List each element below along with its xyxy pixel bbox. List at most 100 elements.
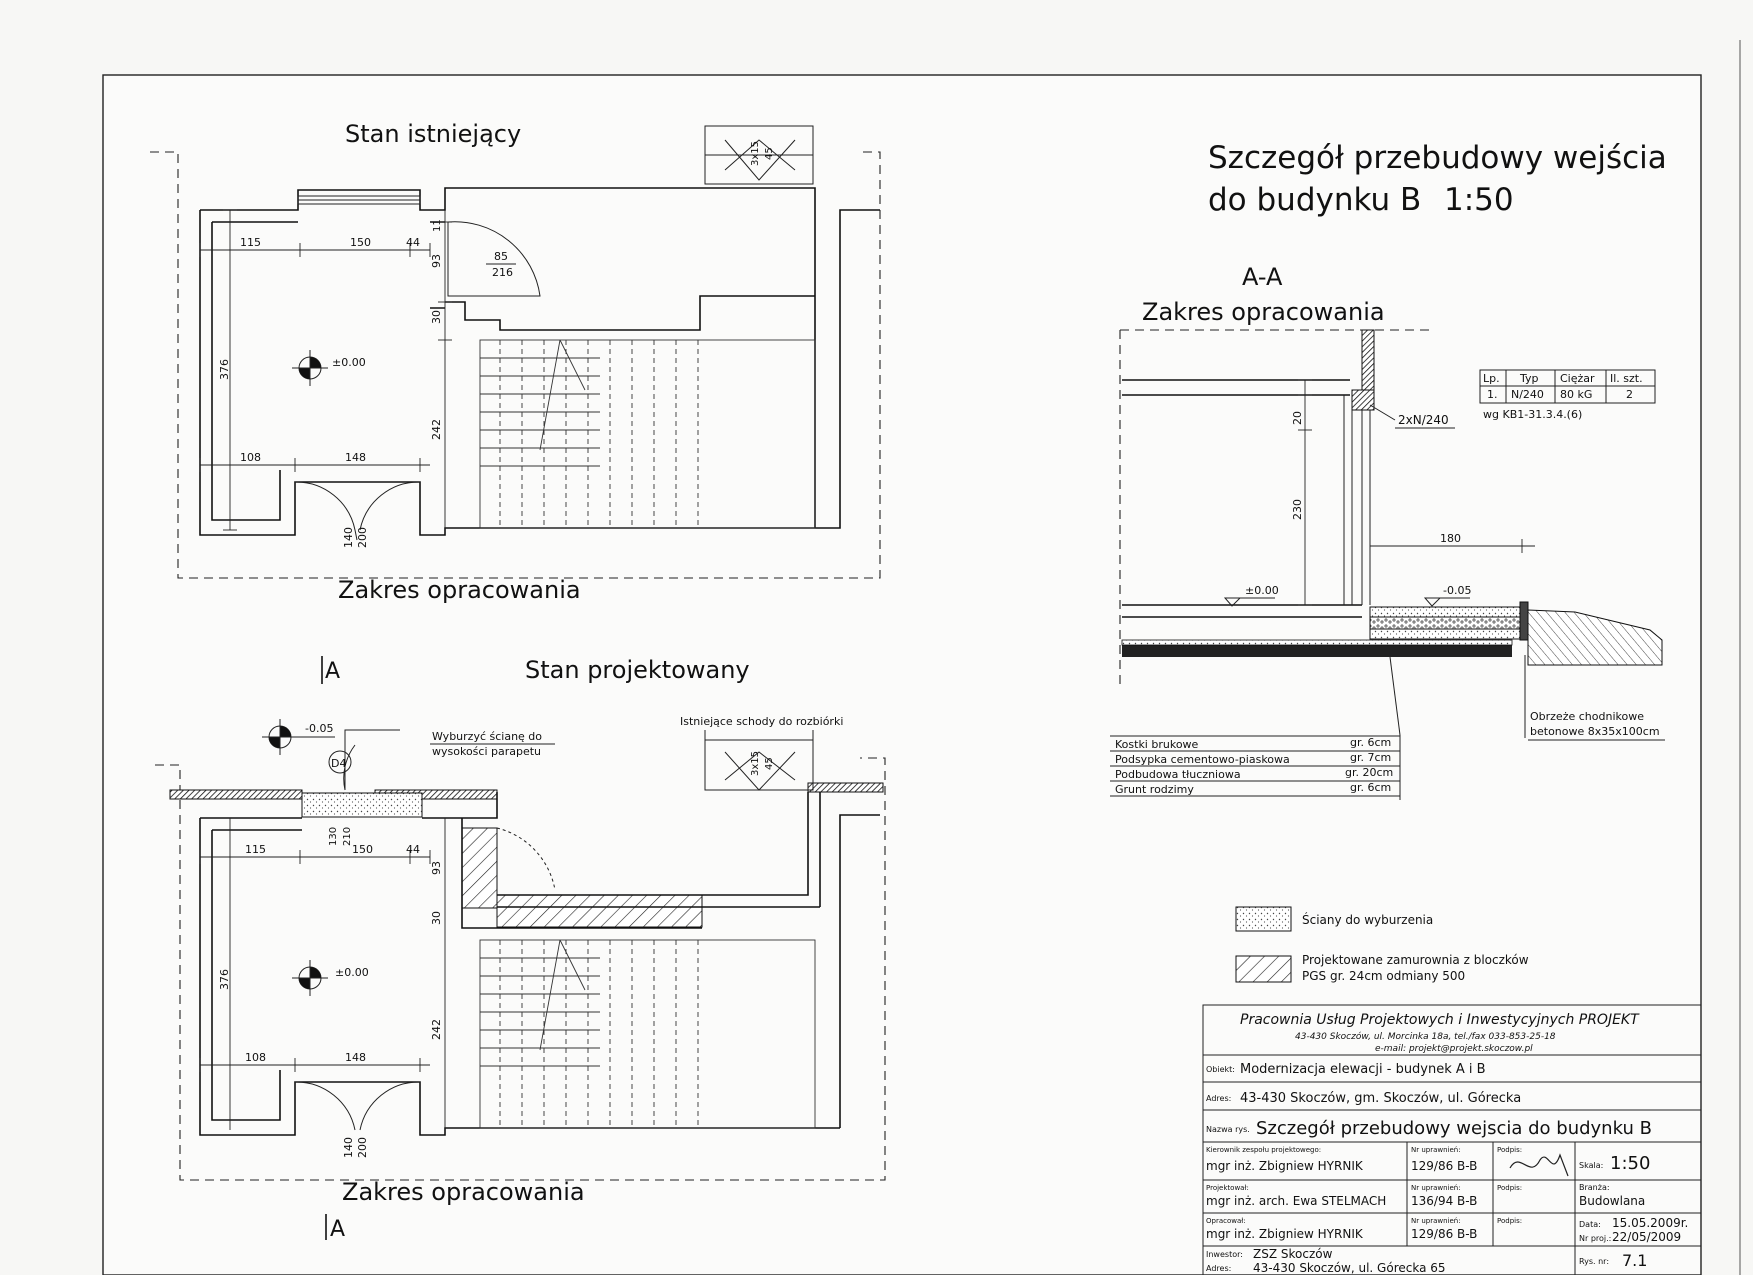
tb-email-line: e-mail: projekt@projekt.skoczow.pl [1375,1044,1533,1054]
section-floor-layer [1122,645,1512,657]
tb-object: Modernizacja elewacji - budynek A i B [1240,1062,1486,1077]
svg-text:200: 200 [356,527,369,548]
legend-demolish-label: Ściany do wyburzenia [1302,912,1433,927]
svg-text:Skala:: Skala: [1579,1161,1603,1170]
svg-text:Podpis:: Podpis: [1497,1184,1522,1192]
svg-text:148: 148 [345,1051,366,1064]
section-aa: A-A Zakres opracowania 2xN/240 20 230 [1110,263,1665,800]
svg-text:Nazwa rys.: Nazwa rys. [1206,1125,1250,1134]
svg-text:±0.00: ±0.00 [332,356,366,369]
section-wall [1361,329,1375,391]
extent-label-existing: Zakres opracowania [338,576,581,604]
svg-text:Podpis:: Podpis: [1497,1146,1522,1154]
level-marker-designed-top: -0.05 [262,719,335,755]
svg-text:wg KB1-31.3.4.(6): wg KB1-31.3.4.(6) [1483,408,1582,421]
svg-text:Rys. nr:: Rys. nr: [1579,1257,1609,1266]
door-tag-circle [328,750,352,774]
tb-drawing: Szczegół przebudowy wejscia do budynku B [1256,1118,1652,1139]
svg-text:376: 376 [218,969,231,990]
svg-text:Kostki brukowe: Kostki brukowe [1115,738,1199,751]
svg-text:3x15: 3x15 [750,141,761,166]
section-extent-frame [1119,329,1435,690]
svg-text:Branża:: Branża: [1579,1183,1610,1192]
svg-text:Typ: Typ [1519,372,1539,385]
tb-r2-lic: 136/94 B-B [1411,1194,1477,1208]
note-stairs: Istniejące schody do rozbiórki [680,715,843,728]
dims-designed: 115 150 44 130 210 376 108 148 93 30 242 [199,818,446,1130]
svg-text:11: 11 [432,219,443,232]
main-title-line1: Szczegół przebudowy wejścia [1208,140,1667,176]
tb-inv-addr: 43-430 Skoczów, ul. Górecka 65 [1253,1261,1446,1275]
main-title: Szczegół przebudowy wejścia do budynku B… [1208,140,1667,218]
svg-text:Ciężar: Ciężar [1560,372,1595,385]
level-marker-existing: ±0.00 [292,350,366,386]
svg-text:45: 45 [764,147,775,160]
section-title: A-A [1242,263,1283,291]
legend-demolish-swatch [1235,906,1292,932]
legend-new-label-2: PGS gr. 24cm odmiany 500 [1302,969,1465,983]
section-soil [1527,609,1663,666]
svg-text:180: 180 [1440,532,1461,545]
svg-text:Il. szt.: Il. szt. [1610,372,1643,385]
lintel-label: 2xN/240 [1398,413,1449,427]
tb-branch: Budowlana [1579,1194,1645,1208]
legend-new-swatch [1235,955,1292,983]
svg-text:Nr uprawnień:: Nr uprawnień: [1411,1146,1461,1154]
svg-text:Podbudowa tłuczniowa: Podbudowa tłuczniowa [1115,768,1241,781]
svg-text:216: 216 [492,266,513,279]
tb-address: 43-430 Skoczów, gm. Skoczów, ul. Górecka [1240,1091,1521,1106]
stairs-designed [479,939,816,1129]
title-block: Pracownia Usług Projektowych i Inwestycy… [1202,1004,1702,1275]
svg-text:45: 45 [764,757,775,770]
door-swing-existing-top [447,221,541,297]
svg-text:44: 44 [406,236,420,249]
svg-text:Obiekt:: Obiekt: [1206,1065,1235,1074]
svg-text:gr. 7cm: gr. 7cm [1350,751,1391,764]
svg-text:±0.00: ±0.00 [1245,584,1279,597]
svg-text:85: 85 [494,250,508,263]
tb-investor: ZSZ Skoczów [1253,1247,1333,1261]
svg-text:115: 115 [240,236,261,249]
plan-existing: Stan istniejący 3x15 45 85 216 140 200 [150,120,881,604]
legend-new-label-1: Projektowane zamurownia z bloczków [1302,953,1529,967]
svg-text:gr. 6cm: gr. 6cm [1350,781,1391,794]
svg-text:Kierownik zespołu projektowego: Kierownik zespołu projektowego: [1206,1146,1321,1154]
extent-label-designed: Zakres opracowania [342,1178,585,1206]
tb-r1-name: mgr inż. Zbigniew HYRNIK [1206,1159,1364,1173]
dims-existing: 115 150 44 376 108 148 11 93 30 242 [199,209,452,531]
svg-text:93: 93 [430,254,443,268]
curb-label-1: Obrzeże chodnikowe [1530,710,1644,723]
svg-text:242: 242 [430,1019,443,1040]
main-title-scale: 1:50 [1444,182,1514,218]
svg-text:3x15: 3x15 [750,751,761,776]
svg-text:Nr proj.:: Nr proj.: [1579,1234,1611,1243]
svg-text:Inwestor:: Inwestor: [1206,1250,1243,1259]
door-tag: D4 [331,757,346,770]
svg-text:210: 210 [342,827,353,846]
main-title-line2: do budynku B [1208,182,1421,218]
svg-text:150: 150 [352,843,373,856]
walls-existing [199,187,880,536]
svg-text:2: 2 [1626,388,1633,401]
svg-text:20: 20 [1291,411,1304,425]
tb-address-line: 43-430 Skoczów, ul. Morcinka 18a, tel./f… [1295,1031,1556,1042]
plan-designed-title: Stan projektowany [525,656,750,684]
legend: Ściany do wyburzenia Projektowane zamuro… [1235,906,1529,983]
svg-text:44: 44 [406,843,420,856]
svg-text:30: 30 [430,310,443,324]
svg-text:1.: 1. [1487,388,1498,401]
svg-text:±0.00: ±0.00 [335,966,369,979]
plan-existing-title: Stan istniejący [345,120,521,148]
svg-text:Adres:: Adres: [1206,1094,1231,1103]
signature-scribble [1509,1153,1569,1177]
svg-text:93: 93 [430,861,443,875]
lintel-table: Lp. Typ Ciężar Il. szt. 1. N/240 80 kG 2… [1479,369,1656,421]
svg-text:230: 230 [1291,499,1304,520]
door-swing-existing-bottom [294,481,421,541]
svg-text:-0.05: -0.05 [305,722,333,735]
svg-text:-0.05: -0.05 [1443,584,1471,597]
svg-text:gr. 6cm: gr. 6cm [1350,736,1391,749]
svg-text:242: 242 [430,419,443,440]
demolished-wall [301,792,423,818]
